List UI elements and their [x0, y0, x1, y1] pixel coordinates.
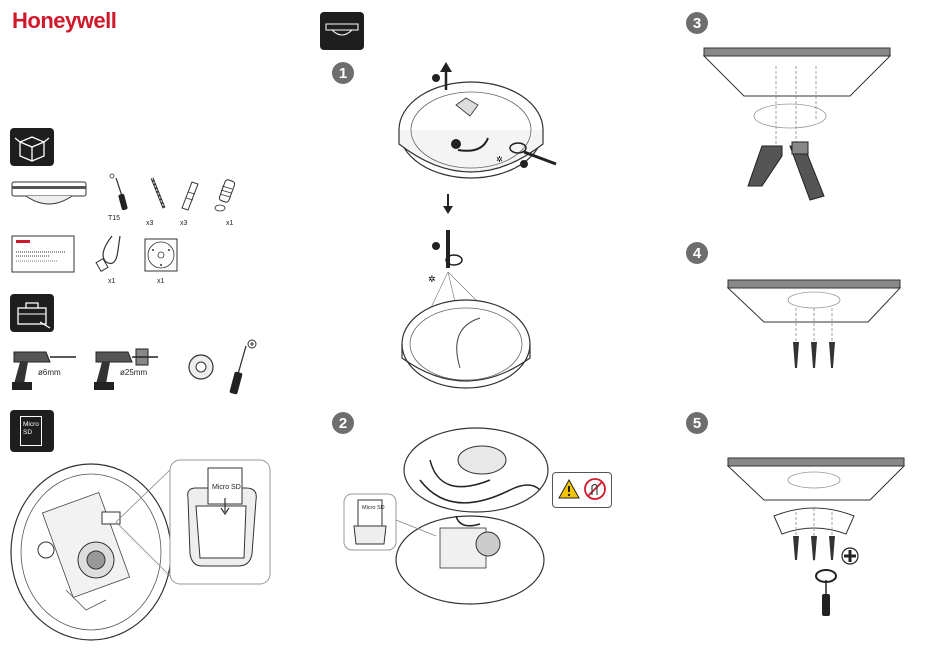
spring-count: x1 — [226, 220, 233, 227]
svg-text:✲: ✲ — [496, 155, 503, 164]
step-3-diagram — [700, 46, 900, 216]
camera-header-icon — [320, 12, 364, 50]
step-3-number: 3 — [686, 12, 708, 34]
sd-callout-box — [116, 458, 276, 588]
phillips-screwdriver-icon — [226, 338, 260, 398]
box-icon — [10, 128, 54, 166]
toolbox-icon — [10, 294, 54, 332]
step-1-bottom-diagram: ✲ — [396, 228, 536, 398]
screwdriver-label: T15 — [108, 215, 120, 222]
screw-icon — [148, 176, 168, 212]
brand-logo: Honeywell — [12, 8, 116, 34]
cable-count: x1 — [108, 278, 115, 285]
manual-card-icon — [10, 234, 76, 274]
cable-icon — [94, 234, 130, 274]
step-2-diagram — [340, 420, 620, 610]
template-count: x1 — [157, 278, 164, 285]
sd-card-icon: Micro SD — [10, 410, 54, 452]
drill-large-label: ø25mm — [120, 368, 147, 377]
camera-dome-part — [10, 178, 90, 214]
torx-screwdriver-icon — [108, 172, 132, 212]
step-5-diagram — [724, 452, 914, 622]
no-touch-icon — [583, 477, 607, 501]
warning-box — [552, 472, 612, 508]
mounting-template-icon — [144, 238, 178, 272]
warning-icon — [557, 478, 581, 500]
svg-text:✲: ✲ — [428, 275, 436, 285]
step-2-sd-text: Micro SD — [362, 505, 385, 511]
step-4-diagram — [724, 278, 904, 378]
anchor-count: x3 — [180, 220, 187, 227]
down-arrow-icon — [440, 194, 456, 216]
step-1-base-diagram: ✲ — [396, 60, 576, 190]
step-4-number: 4 — [686, 242, 708, 264]
tape-roll-icon — [186, 352, 216, 382]
screw-count: x3 — [146, 220, 153, 227]
step-1-number: 1 — [332, 62, 354, 84]
wall-anchor-icon — [178, 178, 202, 212]
drill-small-label: ø6mm — [38, 368, 61, 377]
sd-icon-text: Micro SD — [20, 416, 42, 446]
spring-icon — [212, 178, 240, 214]
step-5-number: 5 — [686, 412, 708, 434]
sd-callout-text: Micro SD — [212, 484, 241, 491]
